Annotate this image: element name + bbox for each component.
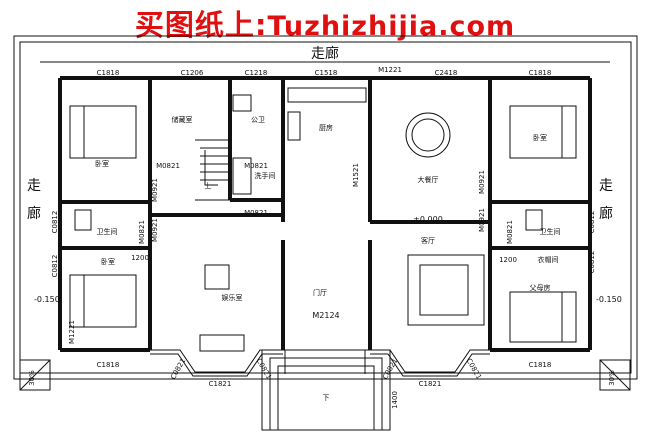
room-parents: 父母房 bbox=[530, 283, 551, 292]
room-bath-w: 卫生间 bbox=[97, 227, 118, 236]
room-living: 客厅 bbox=[421, 236, 435, 245]
tag-c0812-b: C0812 bbox=[588, 211, 596, 234]
round-dining-table bbox=[405, 112, 451, 158]
front-bay-windows bbox=[150, 349, 490, 377]
tag-m0921-b: M0921 bbox=[478, 170, 486, 194]
tag-m0821-b: M0821 bbox=[244, 162, 268, 170]
room-bath-e: 卫生间 bbox=[540, 227, 561, 236]
tag-c0812-c: C0812 bbox=[51, 255, 59, 278]
tag-c1818-b: C1818 bbox=[529, 69, 552, 77]
game-table bbox=[204, 264, 230, 290]
tag-m0921-c: M0921 bbox=[151, 218, 159, 242]
room-dining: 大餐厅 bbox=[418, 175, 439, 184]
tag-c1218: C1218 bbox=[245, 69, 268, 77]
entrance-steps bbox=[261, 349, 391, 431]
room-storage: 储藏室 bbox=[172, 115, 193, 124]
tag-c0812-d: C0812 bbox=[588, 251, 596, 274]
furniture bbox=[69, 87, 577, 352]
building-walls bbox=[58, 76, 592, 352]
level-right: -0.150 bbox=[596, 295, 622, 304]
tag-c0812-a: C0812 bbox=[51, 211, 59, 234]
tag-c2418: C2418 bbox=[435, 69, 458, 77]
tag-dim1400: 1400 bbox=[391, 391, 399, 409]
corridor-top-label: 走廊 bbox=[311, 45, 339, 62]
tag-m2124: M2124 bbox=[312, 311, 339, 320]
staircase bbox=[195, 139, 231, 201]
tag-m0821-c: M0821 bbox=[244, 209, 268, 217]
corridor-right-label: 走廊 bbox=[599, 178, 613, 222]
room-labels: 走廊 卧室 储藏室 公卫 厨房 洗手间 大餐厅 卧室 卫生间 卧室 娱乐室 门厅… bbox=[34, 45, 622, 402]
top-corridor-railing bbox=[20, 41, 631, 63]
room-recreation: 娱乐室 bbox=[222, 293, 243, 302]
bed-nw bbox=[69, 105, 137, 159]
tag-c1818-d: C1818 bbox=[529, 361, 552, 369]
tag-c1818-a: C1818 bbox=[97, 69, 120, 77]
bay-bench bbox=[199, 334, 245, 352]
bed-ne bbox=[509, 105, 577, 159]
wc-fixtures bbox=[232, 94, 252, 112]
room-kitchen: 厨房 bbox=[319, 123, 333, 132]
level-center: ±0.000 bbox=[413, 215, 443, 224]
tag-dim1200-a: 1200 bbox=[131, 254, 149, 262]
tag-c0821-d: C0821 bbox=[465, 357, 483, 381]
corridor-right-label-l1: 走 bbox=[599, 178, 613, 194]
bed-parents bbox=[509, 291, 577, 343]
tag-m1221-left: M1221 bbox=[68, 320, 76, 344]
room-closet: 衣帽间 bbox=[538, 255, 559, 264]
outer-frame bbox=[13, 35, 638, 380]
tag-c0821-a: C0821 bbox=[169, 357, 187, 381]
corridor-side-labels: 走廊 走廊 bbox=[27, 178, 613, 222]
side-ramps bbox=[19, 359, 631, 391]
tag-c1818-c: C1818 bbox=[97, 361, 120, 369]
sofa-set bbox=[407, 254, 485, 326]
room-washroom: 洗手间 bbox=[255, 171, 276, 180]
corridor-left-label: 走廊 bbox=[27, 178, 41, 222]
tag-c1821-a: C1821 bbox=[209, 380, 232, 388]
tag-ramp-a: 30% bbox=[28, 370, 36, 386]
bed-w bbox=[69, 274, 137, 328]
tag-m0921-d: M0921 bbox=[478, 208, 486, 232]
tag-m0821-e: M0821 bbox=[506, 220, 514, 244]
tag-m0821-d: M0821 bbox=[138, 220, 146, 244]
tag-dim1200-b: 1200 bbox=[499, 256, 517, 264]
watermark: 买图纸上:Tuzhizhijia.com bbox=[0, 2, 650, 44]
room-public-wc: 公卫 bbox=[251, 116, 265, 124]
corridor-right-label-l2: 廊 bbox=[599, 205, 613, 222]
level-left: -0.150 bbox=[34, 295, 60, 304]
tag-m0821-a: M0821 bbox=[156, 162, 180, 170]
room-foyer: 门厅 bbox=[313, 288, 327, 297]
tag-ramp-b: 30% bbox=[608, 370, 616, 386]
tag-m1521: M1521 bbox=[352, 163, 360, 187]
watermark-site: Tuzhizhijia.com bbox=[267, 11, 516, 42]
tag-c1821-b: C1821 bbox=[419, 380, 442, 388]
tag-m1221-top: M1221 bbox=[378, 66, 402, 74]
stair-up-label: 上 bbox=[205, 181, 212, 190]
stair-down-label: 下 bbox=[323, 394, 330, 402]
corridor-left-label-l2: 廊 bbox=[27, 205, 41, 222]
kitchen-counter bbox=[287, 87, 367, 103]
room-bedroom-w: 卧室 bbox=[101, 257, 115, 266]
tag-c1206: C1206 bbox=[181, 69, 204, 77]
window-door-tags: C1818 C1206 C1218 C1518 M1221 C2418 C181… bbox=[28, 66, 616, 409]
room-bedroom-ne: 卧室 bbox=[533, 133, 547, 142]
tag-m0921-a: M0921 bbox=[151, 178, 159, 202]
corridor-left-label-l1: 走 bbox=[27, 178, 41, 194]
tag-c1518: C1518 bbox=[315, 69, 338, 77]
room-bedroom-nw: 卧室 bbox=[95, 159, 109, 168]
